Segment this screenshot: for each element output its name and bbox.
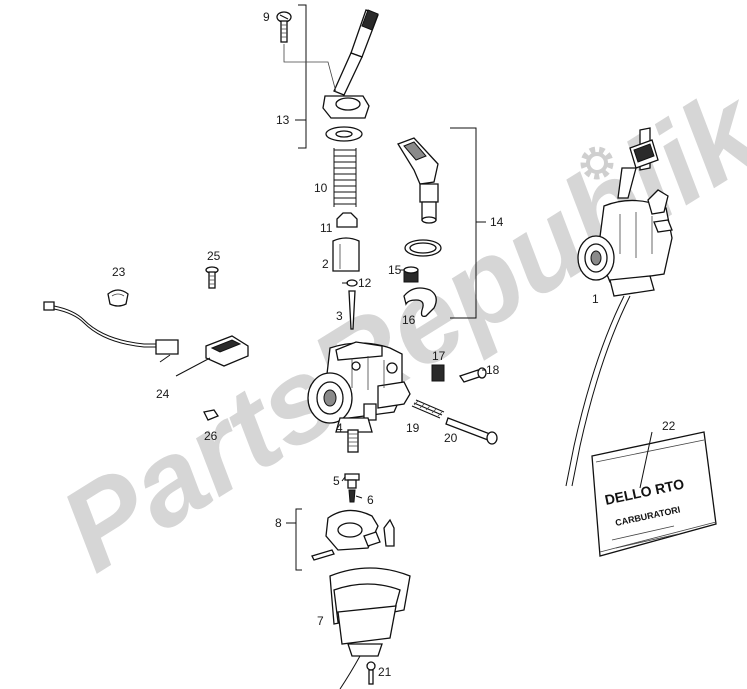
carburetor-body [307, 341, 411, 433]
part-10-spring [333, 148, 357, 207]
label-2: 2 [322, 257, 329, 271]
gear-icon [580, 146, 614, 180]
part-2-slide [332, 237, 360, 272]
label-17: 17 [432, 349, 446, 363]
part-7-float-bowl [329, 567, 411, 689]
part-25-screw [205, 266, 219, 289]
label-4: 4 [336, 421, 343, 435]
part-1-carburetor-complete [565, 127, 673, 487]
part-14-oring [404, 239, 442, 257]
part-11-retainer [336, 212, 358, 228]
part-21-screw [366, 661, 376, 685]
label-18: 18 [486, 363, 500, 377]
part-4-needle-jet [347, 429, 359, 453]
label-3: 3 [336, 309, 343, 323]
part-5-main-jet [344, 473, 360, 489]
label-21: 21 [378, 665, 392, 679]
part-6-jet-holder [348, 489, 356, 503]
label-25: 25 [207, 249, 221, 263]
callout-labels: 1 2 3 4 5 6 7 8 9 10 11 12 13 14 15 16 1… [112, 10, 676, 679]
label-7: 7 [317, 614, 324, 628]
label-26: 26 [204, 429, 218, 443]
label-12: 12 [358, 276, 372, 290]
part-12-clip [346, 279, 358, 287]
leader-lines [341, 269, 486, 499]
part-20-idle-screw [445, 417, 498, 445]
part-9-screw [276, 11, 292, 43]
part-17-spring [431, 364, 445, 382]
part-16-bracket [403, 287, 437, 318]
part-22-parts-bag: DELLO RTO CARBURATORI [591, 431, 717, 557]
part-23-clamp [107, 289, 129, 307]
part-15-plunger [403, 266, 419, 283]
label-5: 5 [333, 474, 340, 488]
label-15: 15 [388, 263, 402, 277]
part-26-nut [203, 409, 219, 421]
label-19: 19 [406, 421, 420, 435]
part-13-cable-adjuster [322, 9, 379, 142]
label-14: 14 [490, 215, 504, 229]
part-14-choke-lever [397, 137, 439, 224]
part-8-float [311, 509, 395, 561]
label-1: 1 [592, 292, 599, 306]
label-22: 22 [662, 419, 676, 433]
bracket-13 [298, 4, 307, 149]
part-24-wire-heater [43, 301, 249, 367]
leader-24a [159, 354, 171, 363]
label-11: 11 [320, 221, 333, 235]
leader-9 [283, 44, 337, 93]
part-3-needle [348, 290, 356, 330]
leader-24b [175, 357, 211, 377]
label-8: 8 [275, 516, 282, 530]
label-13: 13 [276, 113, 290, 127]
label-20: 20 [444, 431, 458, 445]
label-6: 6 [367, 493, 374, 507]
label-9: 9 [263, 10, 270, 24]
label-10: 10 [314, 181, 328, 195]
label-23: 23 [112, 265, 126, 279]
label-16: 16 [402, 313, 416, 327]
bracket-8 [295, 508, 302, 571]
bracket-14 [450, 127, 477, 319]
label-24: 24 [156, 387, 170, 401]
part-19-spring [411, 399, 445, 419]
